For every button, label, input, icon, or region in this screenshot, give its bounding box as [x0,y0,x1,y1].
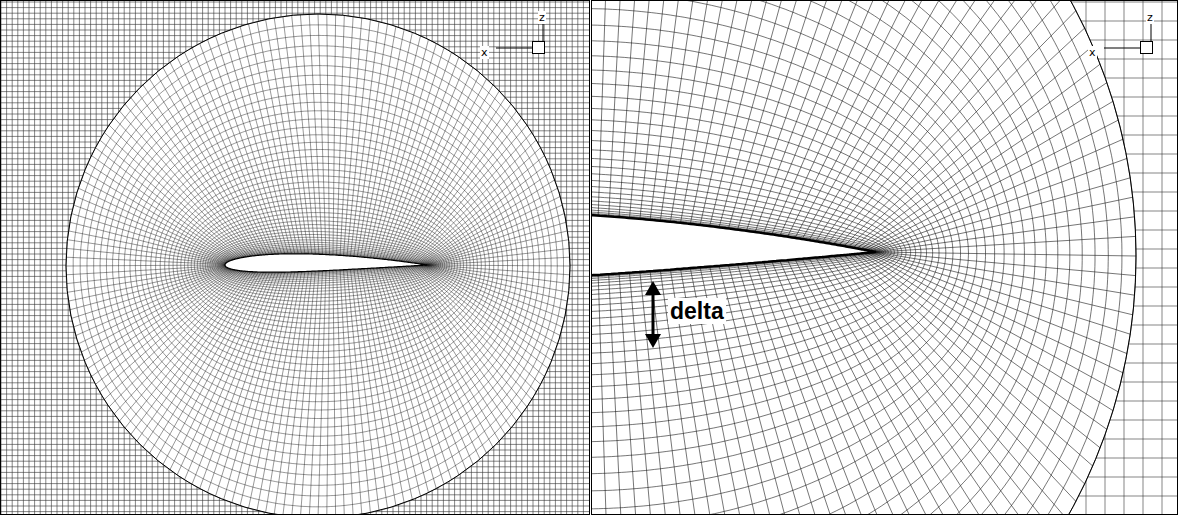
overset-disk [66,14,570,514]
axis-label: x [480,46,489,59]
axis-label-holder: x [480,42,489,60]
full-mesh [1,1,589,514]
axis-triad [496,20,1153,54]
axis-label: x [1088,46,1097,59]
panel-border [1,1,590,515]
dimension-arrow [645,281,661,348]
zoom-mesh [592,1,1177,514]
airfoil [225,254,427,272]
airfoil [592,212,876,280]
dimension-label-holder: delta [668,298,726,324]
overset-boundary [66,14,570,514]
axis-label-holder: x [1088,42,1097,60]
o-grid-lines [66,14,570,514]
overset-boundary [592,1,1136,514]
o-grid-lines [592,1,1136,514]
panel-border [592,1,1178,515]
axis-label-holder: z [538,7,546,25]
dimension-label: delta [668,298,726,324]
overset-disk [592,1,1136,514]
axis-label: z [1146,11,1154,24]
axis-label: z [538,11,546,24]
axis-label-holder: z [1146,7,1154,25]
